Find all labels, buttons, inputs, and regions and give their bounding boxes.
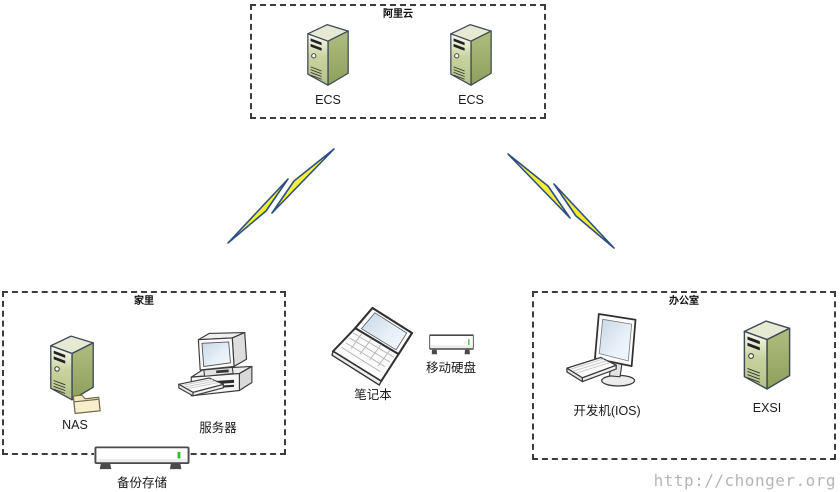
group-office-title: 办公室 xyxy=(669,296,699,307)
workstation-icon xyxy=(565,312,650,401)
node-ecs1-label: ECS xyxy=(315,93,341,107)
tower-server-icon xyxy=(445,21,497,87)
node-backup-label: 备份存储 xyxy=(116,476,168,490)
group-home-title: 家里 xyxy=(134,296,154,307)
group-aliyun xyxy=(250,4,546,119)
node-devmachine-label: 开发机(IOS) xyxy=(573,404,641,418)
group-office xyxy=(532,291,836,460)
tower-server-icon xyxy=(302,21,354,87)
tower-server-icon xyxy=(738,317,796,391)
node-server-label: 服务器 xyxy=(199,421,237,435)
node-exsi-label: EXSI xyxy=(752,401,782,415)
folder-icon xyxy=(72,388,101,415)
desktop-computer-icon xyxy=(177,327,259,413)
external-drive-icon xyxy=(429,334,474,355)
group-aliyun-title: 阿里云 xyxy=(383,9,413,20)
watermark: http://chonger.org xyxy=(653,471,836,490)
lightning-comm-link-icon xyxy=(226,147,336,245)
lightning-comm-link-icon xyxy=(506,152,616,250)
node-nas-label: NAS xyxy=(62,418,88,432)
node-ecs2-label: ECS xyxy=(458,93,484,107)
node-laptop-label: 笔记本 xyxy=(354,388,392,402)
node-usbdrive-label: 移动硬盘 xyxy=(425,361,477,375)
laptop-icon xyxy=(330,307,415,386)
backup-storage-icon xyxy=(94,446,190,470)
